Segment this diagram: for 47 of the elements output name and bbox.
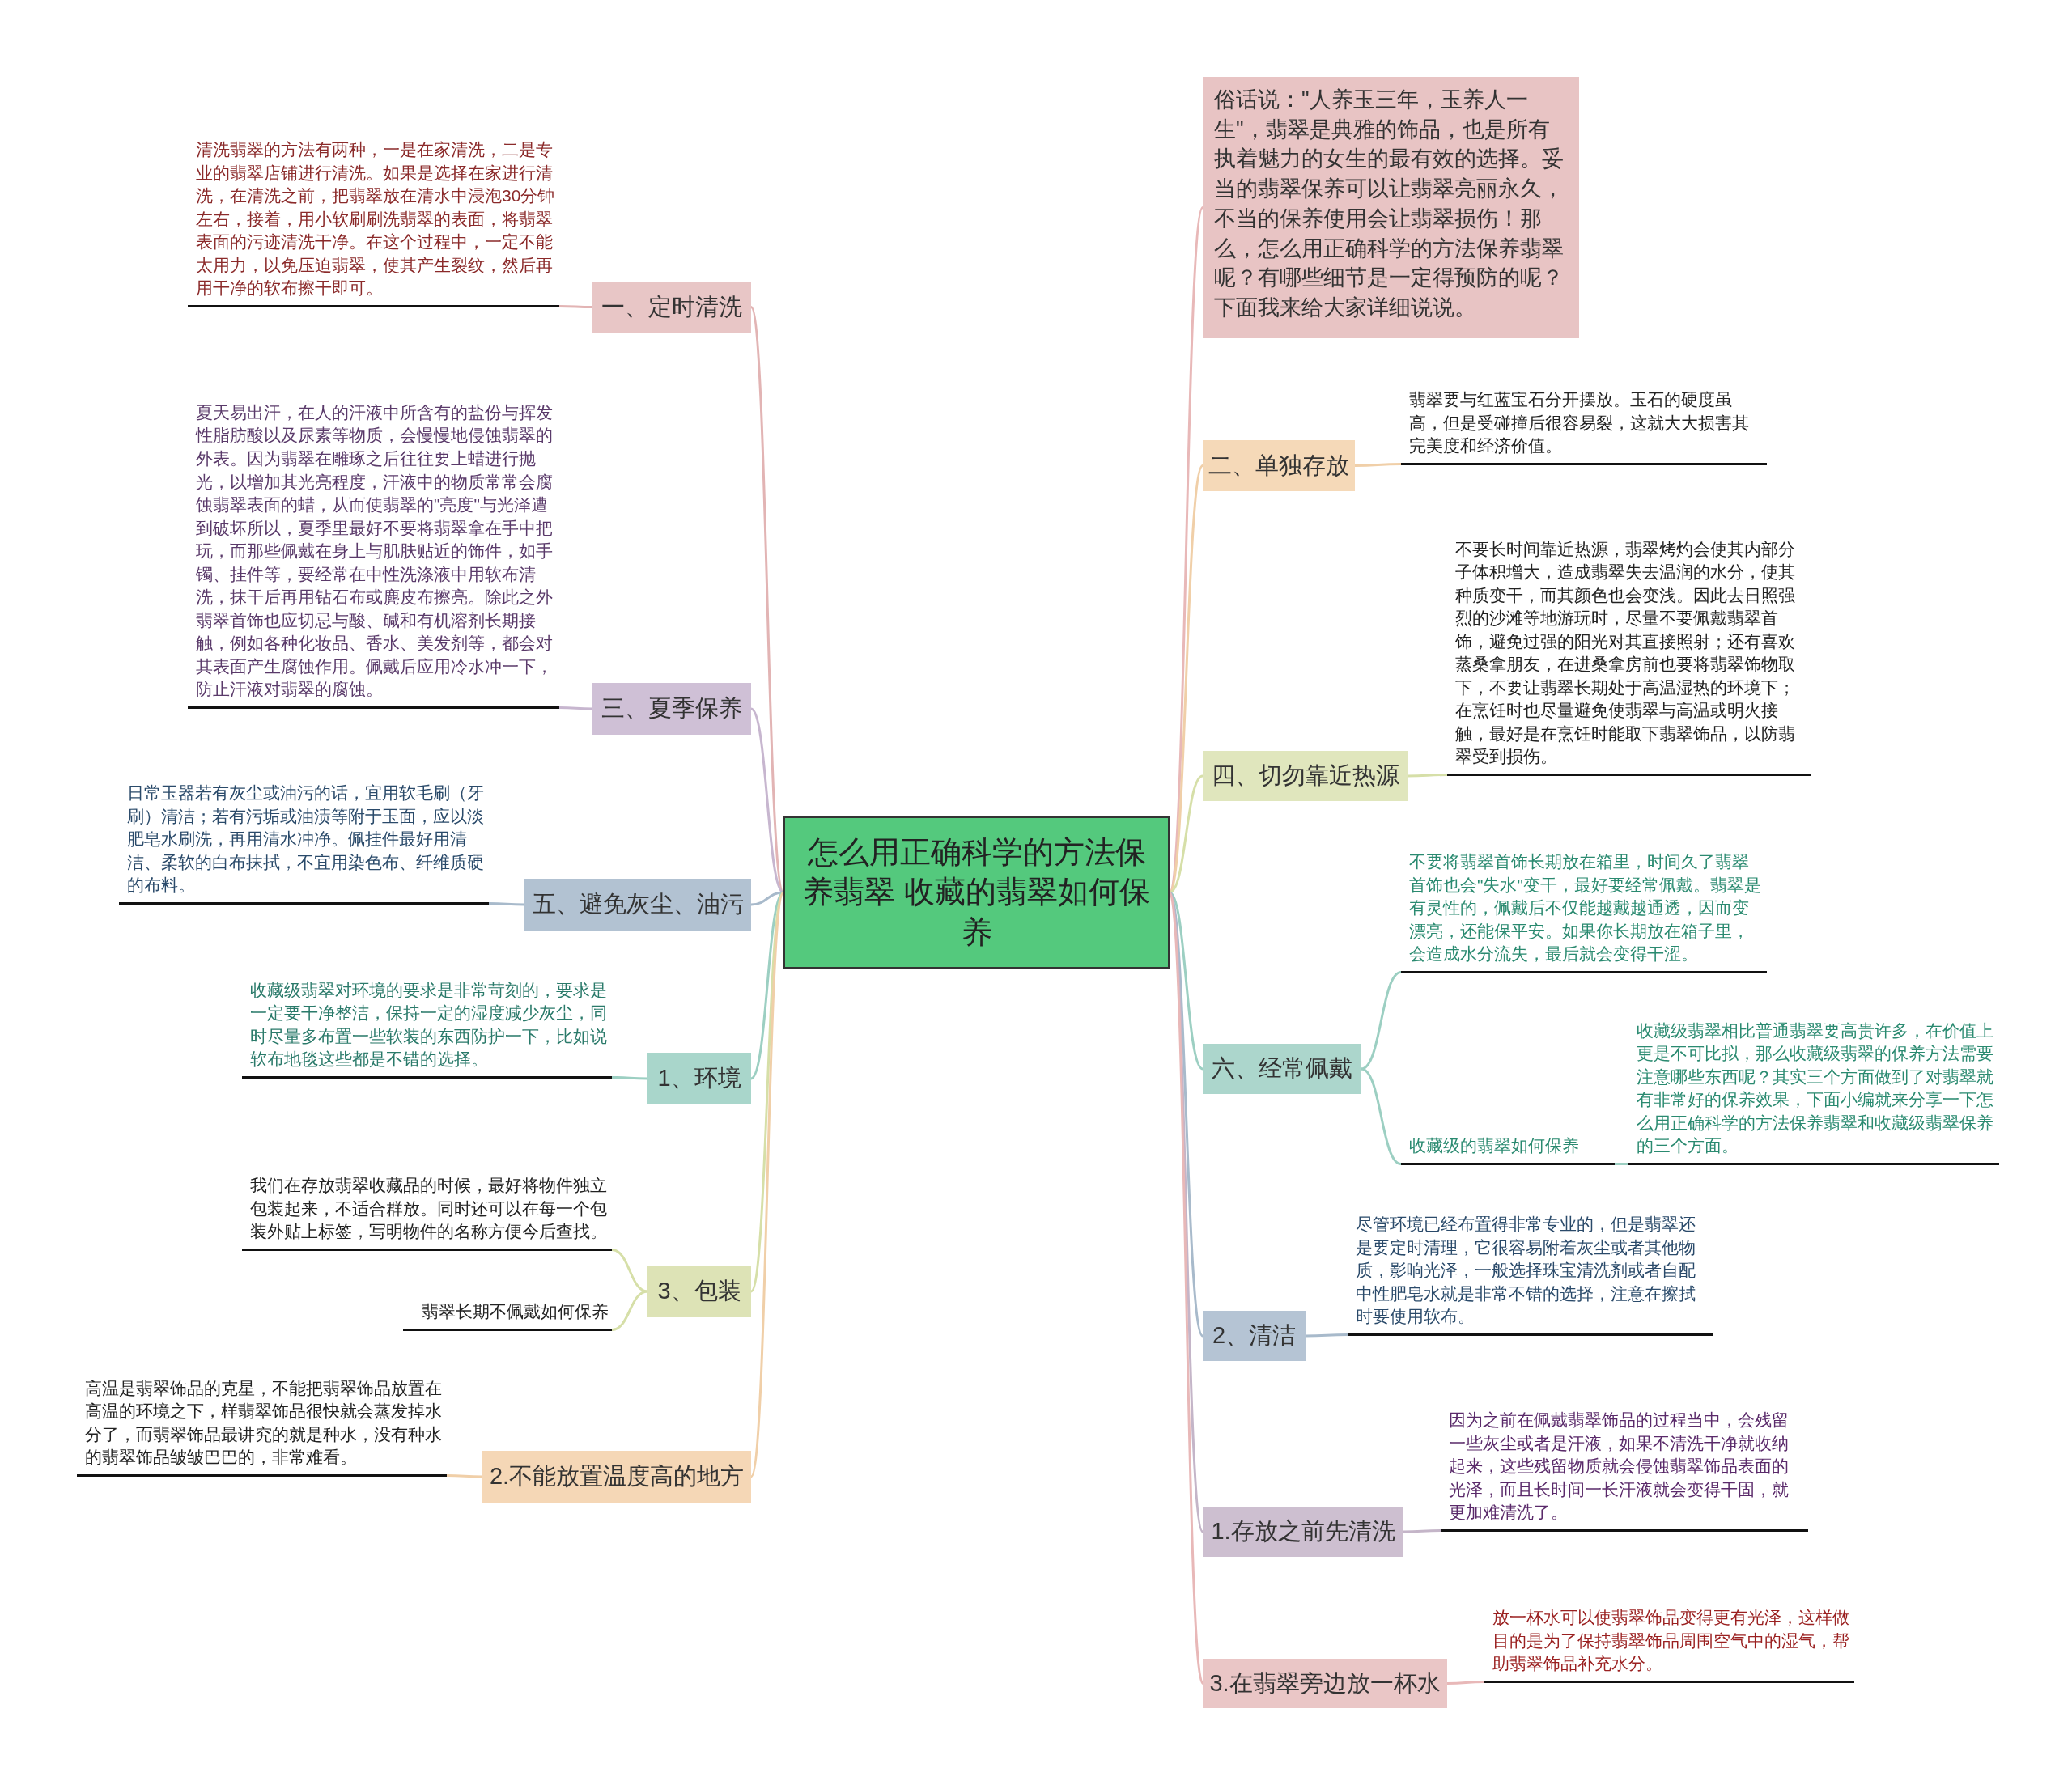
connector-line bbox=[1169, 774, 1204, 894]
connector-line bbox=[750, 891, 784, 906]
topic-box: 一、定时清洗 bbox=[592, 282, 751, 333]
connector-line bbox=[1306, 1333, 1348, 1338]
connector-line bbox=[1403, 1529, 1441, 1533]
underlined-note: 翡翠要与红蓝宝石分开摆放。玉石的硬度虽高，但是受碰撞后很容易裂，这就大大损害其完美度和经济价值。 bbox=[1401, 388, 1767, 465]
underlined-note: 翡翠长期不佩戴如何保养 bbox=[403, 1300, 612, 1331]
topic-box: 三、夏季保养 bbox=[592, 683, 751, 735]
connector-line bbox=[611, 1290, 648, 1331]
underlined-note: 收藏级翡翠相比普通翡翠要高贵许多，在价值上更是不可比拟，那么收藏级翡翠的保养方法需要注意哪些东西呢？其实三个方面做到了对翡翠就有非常好的保养效果，下面小编就来分享一下怎么用正确科学的方法保养翡翠和收藏级翡翠保养的三个方面。 bbox=[1628, 1019, 1999, 1165]
topic-box: 六、经常佩戴 bbox=[1203, 1044, 1361, 1094]
topic-box: 1、环境 bbox=[648, 1053, 751, 1104]
underlined-note: 收藏级的翡翠如何保养 bbox=[1401, 1134, 1615, 1165]
central-topic-box: 怎么用正确科学的方法保养翡翠 收藏的翡翠如何保养 bbox=[783, 816, 1170, 969]
topic-box: 3、包装 bbox=[648, 1266, 751, 1317]
underlined-note: 不要长时间靠近热源，翡翠烤灼会使其内部分子体积增大，造成翡翠失去温润的水分，使其种质变干，而其颜色也会变浅。因此去日照强烈的沙滩等地游玩时，尽量不要佩戴翡翠首饰，避免过强的阳光对其直接照射；还有喜欢蒸桑拿朋友，在进桑拿房前也要将翡翠饰物取下，不要让翡翠长期处于高温湿热的环境下；在烹饪时也尽量避免使翡翠与高温或明火接触，最好是在烹饪时能取下翡翠饰品，以防翡翠受到损伤。 bbox=[1447, 537, 1811, 776]
connector-line bbox=[611, 1249, 648, 1293]
connector-line bbox=[1169, 891, 1204, 1071]
connector-line bbox=[1408, 774, 1447, 778]
connector-line bbox=[1355, 463, 1401, 467]
topic-box: 1.存放之前先清洗 bbox=[1203, 1507, 1403, 1557]
connector-line bbox=[612, 1076, 648, 1080]
underlined-note: 放一杯水可以使翡翠饰品变得更有光泽，这样做目的是为了保持翡翠饰品周围空气中的湿气，帮助翡翠饰品补充水分。 bbox=[1484, 1606, 1854, 1683]
underlined-note: 日常玉器若有灰尘或油污的话，宜用软毛刷（牙刷）清洁；若有污垢或油渍等附于玉面，应以淡肥皂水刷洗，再用清水冲净。佩挂件最好用清洁、柔软的白布抹拭，不宜用染色布、纤维质硬的布料。 bbox=[119, 782, 489, 905]
connector-line bbox=[1361, 971, 1402, 1071]
underlined-note: 因为之前在佩戴翡翠饰品的过程当中，会残留一些灰尘或者是汗液，如果不清洗干净就收纳起来，这些残留物质就会侵蚀翡翠饰品表面的光泽，而且长时间一长汗液就会变得干固，就更加难清洗了。 bbox=[1441, 1409, 1808, 1532]
topic-box: 五、避免灰尘、油污 bbox=[524, 879, 751, 931]
underlined-note: 清洗翡翠的方法有两种，一是在家清洗，二是专业的翡翠店铺进行清洗。如果是选择在家进行清洗，在清洗之前，把翡翠放在清水中浸泡30分钟左右，接着，用小软刷刷洗翡翠的表面，将翡翠表面的污迹清洗干净。在这个过程中，一定不能太用力，以免压迫翡翠，使其产生裂纹，然后再用干净的软布擦干即可。 bbox=[188, 138, 559, 307]
topic-box: 四、切勿靠近热源 bbox=[1203, 751, 1408, 801]
connector-line bbox=[559, 706, 592, 710]
underlined-note: 收藏级翡翠对环境的要求是非常苛刻的，要求是一定要干净整洁，保持一定的湿度减少灰尘，同时尽量多布置一些软装的东西防护一下，比如说软布地毯这些都是不错的选择。 bbox=[242, 978, 612, 1079]
connector-line bbox=[1615, 1163, 1628, 1165]
underlined-note: 我们在存放翡翠收藏品的时候，最好将物件独立包装起来，不适合群放。同时还可以在每一个包装外贴上标签，写明物件的名称方便今后查找。 bbox=[242, 1174, 612, 1251]
connector-line bbox=[1361, 1067, 1402, 1165]
underlined-note: 高温是翡翠饰品的克星，不能把翡翠饰品放置在高温的环境之下，样翡翠饰品很快就会蒸发掉水分了，而翡翠饰品最讲究的就是种水，没有种水的翡翠饰品皱皱巴巴的，非常难看。 bbox=[77, 1376, 447, 1477]
topic-box: 二、单独存放 bbox=[1203, 440, 1355, 491]
intro-box: 俗话说："人养玉三年，玉养人一生"，翡翠是典雅的饰品，也是所有执着魅力的女生的最有效的选择。妥当的翡翠保养可以让翡翠亮丽永久，不当的保养使用会让翡翠损伤！那么，怎么用正确科学的方法保养翡翠呢？有哪些细节是一定得预防的呢？下面我来给大家详细说说。 bbox=[1203, 77, 1579, 338]
underlined-note: 不要将翡翠首饰长期放在箱里，时间久了翡翠首饰也会"失水"变干，最好要经常佩戴。翡翠是有灵性的，佩戴后不仅能越戴越通透，因而变漂亮，还能保平安。如果你长期放在箱子里，会造成水分流失，最后就会变得干涩。 bbox=[1401, 850, 1767, 973]
topic-box: 2、清洁 bbox=[1203, 1311, 1306, 1361]
underlined-note: 夏天易出汗，在人的汗液中所含有的盐份与挥发性脂肪酸以及尿素等物质，会慢慢地侵蚀翡翠的外表。因为翡翠在雕琢之后往往要上蜡进行抛光，以增加其光亮程度，汗液中的物质常常会腐蚀翡翠表面的蜡，从而使翡翠的"亮度"与光泽遭到破坏所以，夏季里最好不要将翡翠拿在手中把玩，而那些佩戴在身上与肌肤贴近的饰件，如手镯、挂件等，要经常在中性洗涤液中用软布清洗，抹干后再用钻石布或麂皮布擦亮。除此之外翡翠首饰也应切忌与酸、碱和有机溶剂长期接触，例如各种化妆品、香水、美发剂等，都会对其表面产生腐蚀作用。佩戴后应用冷水冲一下，防止汗液对翡翠的腐蚀。 bbox=[188, 401, 559, 709]
topic-box: 3.在翡翠旁边放一杯水 bbox=[1203, 1659, 1447, 1708]
topic-box: 2.不能放置温度高的地方 bbox=[482, 1451, 751, 1503]
connector-line bbox=[447, 1474, 482, 1478]
connector-line bbox=[489, 902, 524, 906]
underlined-note: 尽管环境已经布置得非常专业的，但是翡翠还是要定时清理，它很容易附着灰尘或者其他物质，影响光泽，一般选择珠宝清洗剂或者自配中性肥皂水就是非常不错的选择，注意在擦拭时要使用软布。 bbox=[1348, 1213, 1713, 1336]
connector-line bbox=[1447, 1681, 1484, 1685]
connector-line bbox=[559, 305, 592, 308]
